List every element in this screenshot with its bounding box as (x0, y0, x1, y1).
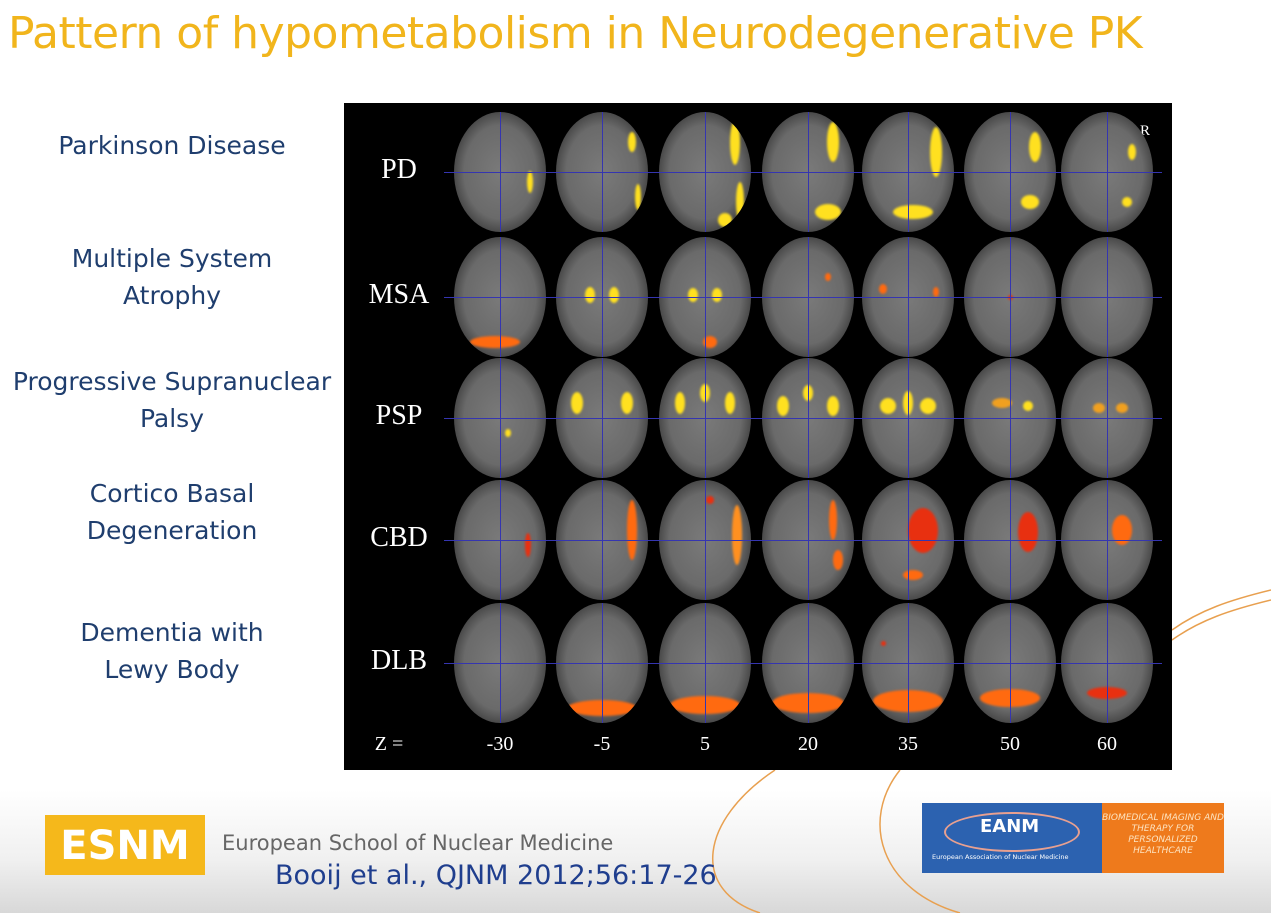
z-axis-label: Z = (374, 733, 404, 755)
crosshair-horizontal (444, 418, 1162, 419)
crosshair-horizontal (444, 540, 1162, 541)
hypometabolism-region (903, 570, 923, 580)
hypometabolism-region (688, 288, 698, 302)
row-abbreviation: MSA (368, 279, 430, 310)
school-name: European School of Nuclear Medicine (222, 831, 614, 855)
crosshair-horizontal (444, 297, 1162, 298)
z-value-label: 20 (798, 733, 818, 755)
brain-pet-figure: Z = R PD MSA PSP CBD DLB -30 -5 5 20 35 50 60 (344, 103, 1172, 770)
hypometabolism-region (675, 392, 685, 414)
z-value-label: -30 (486, 733, 514, 755)
z-value-label: -5 (593, 733, 611, 755)
hypometabolism-region (880, 640, 886, 646)
hypometabolism-region (833, 550, 843, 570)
hypometabolism-region (732, 505, 742, 565)
disease-label: Lewy Body (104, 655, 240, 684)
hypometabolism-region (585, 287, 595, 303)
hypometabolism-region (893, 205, 933, 219)
z-value-label: 50 (1000, 733, 1020, 755)
hypometabolism-region (628, 132, 636, 152)
row-abbreviation: PD (381, 154, 417, 185)
disease-label: Degeneration (86, 516, 258, 545)
hypometabolism-region (1029, 132, 1041, 162)
hypometabolism-region (712, 288, 722, 302)
hypometabolism-region (609, 287, 619, 303)
hypometabolism-region (470, 336, 520, 348)
hypometabolism-region (621, 392, 633, 414)
hypometabolism-region (627, 500, 637, 560)
hypometabolism-region (829, 500, 837, 540)
hypometabolism-region (825, 273, 831, 281)
hypometabolism-region (908, 507, 938, 553)
hypometabolism-region (571, 392, 583, 414)
eanm-subtitle: European Association of Nuclear Medicine (932, 853, 1069, 861)
z-value-label: 5 (700, 733, 710, 755)
hypometabolism-region (1116, 403, 1128, 413)
row-abbreviation: CBD (370, 522, 428, 553)
disease-label: Dementia with (80, 618, 264, 647)
disease-label: Cortico Basal (89, 479, 255, 508)
disease-label: Multiple System (71, 244, 273, 273)
hypometabolism-region (525, 533, 531, 557)
hypometabolism-region (703, 336, 717, 348)
eanm-logo: EANM European Association of Nuclear Medi… (922, 803, 1224, 873)
crosshair-horizontal (444, 663, 1162, 664)
hypometabolism-region (527, 171, 533, 193)
hypometabolism-region (718, 213, 732, 227)
hypometabolism-region (706, 496, 714, 504)
hypometabolism-region (505, 429, 511, 437)
disease-label: Palsy (139, 404, 205, 433)
hypometabolism-region (725, 392, 735, 414)
z-value-label: 60 (1097, 733, 1117, 755)
hypometabolism-region (920, 398, 936, 414)
eanm-tagline: BIOMEDICAL IMAGING AND THERAPY FOR PERSO… (1102, 803, 1224, 873)
hypometabolism-region (730, 119, 740, 165)
hypometabolism-region (880, 398, 896, 414)
slide-title: Pattern of hypometabolism in Neurodegene… (8, 8, 1143, 59)
hypometabolism-region (1112, 515, 1132, 545)
row-abbreviation: PSP (375, 400, 423, 431)
hypometabolism-region (815, 204, 841, 220)
z-value-label: 35 (898, 733, 918, 755)
hypometabolism-region (1021, 195, 1039, 209)
disease-label: Atrophy (123, 281, 221, 310)
hypometabolism-region (827, 122, 839, 162)
row-abbreviation: DLB (371, 645, 427, 676)
hypometabolism-region (1122, 197, 1132, 207)
crosshair-horizontal (444, 172, 1162, 173)
hypometabolism-region (736, 182, 744, 222)
hypometabolism-region (879, 284, 887, 294)
citation: Booij et al., QJNM 2012;56:17-26 (275, 860, 717, 891)
esnm-logo: ESNM (45, 815, 205, 875)
eanm-name: EANM (980, 816, 1040, 837)
disease-label: Parkinson Disease (58, 131, 286, 160)
orientation-marker: R (1139, 123, 1150, 139)
hypometabolism-region (777, 396, 789, 416)
disease-label: Progressive Supranuclear (12, 367, 332, 396)
hypometabolism-region (1128, 144, 1136, 160)
hypometabolism-region (1023, 401, 1033, 411)
hypometabolism-region (1018, 512, 1038, 552)
hypometabolism-region (1093, 403, 1105, 413)
hypometabolism-region (635, 184, 641, 210)
hypometabolism-region (992, 398, 1012, 408)
hypometabolism-region (930, 127, 942, 177)
hypometabolism-region (827, 396, 839, 416)
hypometabolism-region (933, 287, 939, 297)
